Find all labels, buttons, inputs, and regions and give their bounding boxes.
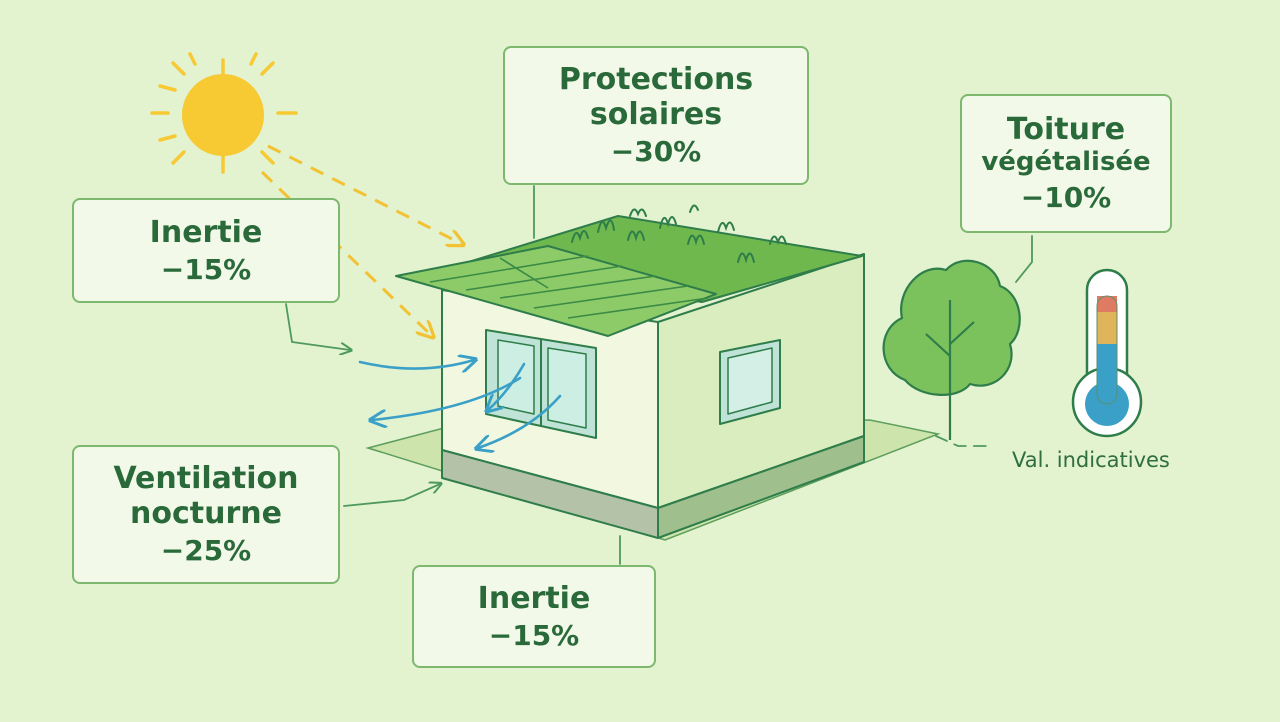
label-ventilation-nocturne: Ventilation nocturne −25% xyxy=(72,445,340,584)
label-title: Protections xyxy=(558,62,754,98)
label-toiture-vegetalisee: Toiture végétalisée −10% xyxy=(960,94,1172,233)
label-subtitle: solaires xyxy=(589,97,723,133)
label-title: Inertie xyxy=(477,580,591,616)
label-value: −10% xyxy=(1020,180,1112,214)
label-subtitle: nocturne xyxy=(130,496,282,532)
label-value: −30% xyxy=(610,135,702,169)
label-protections-solaires: Protections solaires −30% xyxy=(503,46,809,185)
sun-icon xyxy=(150,52,298,174)
label-value: −15% xyxy=(160,252,252,286)
label-value: −15% xyxy=(488,618,580,652)
house-icon xyxy=(395,215,865,539)
roof-grass xyxy=(571,204,787,264)
label-inertie-top: Inertie −15% xyxy=(72,198,340,303)
label-title: Ventilation xyxy=(113,461,299,497)
tree-icon xyxy=(882,259,1021,440)
label-value: −25% xyxy=(160,534,252,568)
airflow-arrows xyxy=(358,360,562,448)
label-subtitle: végétalisée xyxy=(981,147,1151,178)
sun-rays xyxy=(260,144,462,336)
label-inertie-bottom: Inertie −15% xyxy=(412,565,656,668)
label-title: Toiture xyxy=(1006,112,1126,148)
connectors xyxy=(285,185,1033,565)
thermometer-icon xyxy=(1071,268,1143,438)
indicative-values-note: Val. indicatives xyxy=(1012,448,1170,472)
label-title: Inertie xyxy=(149,214,263,250)
